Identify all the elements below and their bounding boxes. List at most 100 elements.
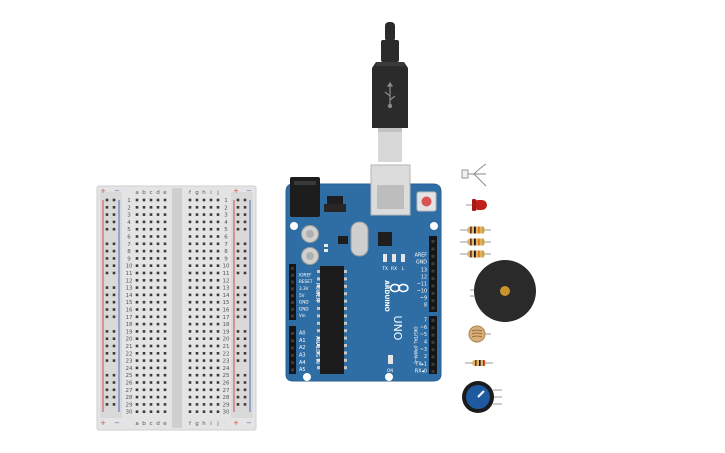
breadboard-hole[interactable] — [142, 271, 146, 275]
breadboard-holes[interactable] — [105, 198, 247, 413]
rail-hole[interactable] — [112, 403, 116, 406]
breadboard-hole[interactable] — [188, 308, 192, 311]
rail-hole[interactable] — [112, 257, 116, 260]
breadboard-hole[interactable] — [156, 388, 160, 392]
breadboard-hole[interactable] — [202, 308, 206, 311]
breadboard-hole[interactable] — [135, 264, 139, 267]
breadboard-hole[interactable] — [142, 322, 146, 326]
breadboard-hole[interactable] — [142, 249, 146, 253]
breadboard-hole[interactable] — [188, 206, 192, 209]
breadboard-hole[interactable] — [195, 322, 199, 326]
breadboard-hole[interactable] — [149, 213, 153, 216]
breadboard-hole[interactable] — [142, 264, 146, 267]
breadboard-hole[interactable] — [195, 366, 199, 370]
breadboard-hole[interactable] — [202, 395, 206, 399]
breadboard-hole[interactable] — [163, 344, 167, 348]
rail-hole[interactable] — [243, 344, 247, 348]
rail-hole[interactable] — [243, 330, 247, 333]
breadboard-hole[interactable] — [188, 337, 192, 340]
breadboard-hole[interactable] — [156, 286, 160, 289]
breadboard-hole[interactable] — [156, 352, 160, 355]
breadboard-hole[interactable] — [209, 198, 213, 202]
breadboard-hole[interactable] — [156, 381, 160, 384]
breadboard-hole[interactable] — [135, 242, 139, 246]
rail-hole[interactable] — [105, 242, 109, 246]
breadboard-hole[interactable] — [202, 293, 206, 297]
rail-hole[interactable] — [236, 337, 240, 340]
rail-hole[interactable] — [112, 300, 116, 304]
breadboard-hole[interactable] — [163, 271, 167, 275]
breadboard-hole[interactable] — [195, 206, 199, 209]
breadboard-hole[interactable] — [163, 308, 167, 311]
breadboard-hole[interactable] — [149, 300, 153, 304]
rail-hole[interactable] — [236, 257, 240, 260]
breadboard-hole[interactable] — [188, 388, 192, 392]
breadboard-hole[interactable] — [156, 300, 160, 304]
breadboard-hole[interactable] — [149, 198, 153, 202]
breadboard-hole[interactable] — [202, 359, 206, 362]
rail-hole[interactable] — [105, 395, 109, 399]
breadboard-hole[interactable] — [149, 395, 153, 399]
rail-hole[interactable] — [236, 264, 240, 267]
rail-hole[interactable] — [105, 264, 109, 267]
rail-hole[interactable] — [243, 249, 247, 253]
breadboard-hole[interactable] — [202, 300, 206, 304]
breadboard-hole[interactable] — [149, 366, 153, 370]
rail-hole[interactable] — [105, 286, 109, 289]
breadboard-hole[interactable] — [149, 344, 153, 348]
rail-hole[interactable] — [236, 308, 240, 311]
breadboard-hole[interactable] — [195, 257, 199, 260]
breadboard-hole[interactable] — [163, 242, 167, 246]
rail-hole[interactable] — [112, 227, 116, 231]
breadboard-hole[interactable] — [216, 249, 220, 253]
breadboard-hole[interactable] — [156, 403, 160, 406]
breadboard-hole[interactable] — [188, 330, 192, 333]
breadboard-hole[interactable] — [142, 388, 146, 392]
breadboard-hole[interactable] — [202, 235, 206, 238]
breadboard-hole[interactable] — [135, 227, 139, 231]
breadboard-hole[interactable] — [209, 366, 213, 370]
breadboard-hole[interactable] — [142, 257, 146, 260]
photoresistor[interactable] — [468, 325, 491, 343]
breadboard-hole[interactable] — [135, 213, 139, 216]
breadboard-hole[interactable] — [188, 381, 192, 384]
breadboard-hole[interactable] — [163, 257, 167, 260]
breadboard-hole[interactable] — [156, 373, 160, 377]
rail-hole[interactable] — [112, 271, 116, 275]
breadboard-hole[interactable] — [216, 381, 220, 384]
breadboard-hole[interactable] — [209, 403, 213, 406]
breadboard-hole[interactable] — [142, 381, 146, 384]
rail-hole[interactable] — [236, 293, 240, 297]
breadboard-hole[interactable] — [188, 395, 192, 399]
breadboard-hole[interactable] — [135, 410, 139, 413]
breadboard-hole[interactable] — [195, 286, 199, 289]
breadboard-hole[interactable] — [209, 381, 213, 384]
rail-hole[interactable] — [243, 352, 247, 355]
breadboard-hole[interactable] — [209, 300, 213, 304]
breadboard-hole[interactable] — [195, 271, 199, 275]
breadboard-hole[interactable] — [188, 220, 192, 224]
breadboard-hole[interactable] — [209, 271, 213, 275]
rail-hole[interactable] — [105, 381, 109, 384]
breadboard-hole[interactable] — [188, 300, 192, 304]
breadboard-hole[interactable] — [188, 286, 192, 289]
rail-hole[interactable] — [243, 315, 247, 319]
breadboard-hole[interactable] — [142, 227, 146, 231]
breadboard-hole[interactable] — [216, 213, 220, 216]
breadboard-hole[interactable] — [156, 279, 160, 282]
rail-hole[interactable] — [243, 242, 247, 246]
breadboard-hole[interactable] — [202, 403, 206, 406]
breadboard-hole[interactable] — [142, 198, 146, 202]
breadboard-hole[interactable] — [135, 293, 139, 297]
rail-hole[interactable] — [112, 242, 116, 246]
breadboard-hole[interactable] — [149, 373, 153, 377]
digital-header-top[interactable] — [429, 236, 437, 312]
breadboard-hole[interactable] — [216, 264, 220, 267]
breadboard-hole[interactable] — [163, 206, 167, 209]
breadboard-hole[interactable] — [188, 293, 192, 297]
digital-header-bottom[interactable] — [429, 316, 437, 374]
rail-hole[interactable] — [236, 352, 240, 355]
breadboard-hole[interactable] — [156, 366, 160, 370]
rail-hole[interactable] — [112, 220, 116, 224]
breadboard-hole[interactable] — [202, 381, 206, 384]
